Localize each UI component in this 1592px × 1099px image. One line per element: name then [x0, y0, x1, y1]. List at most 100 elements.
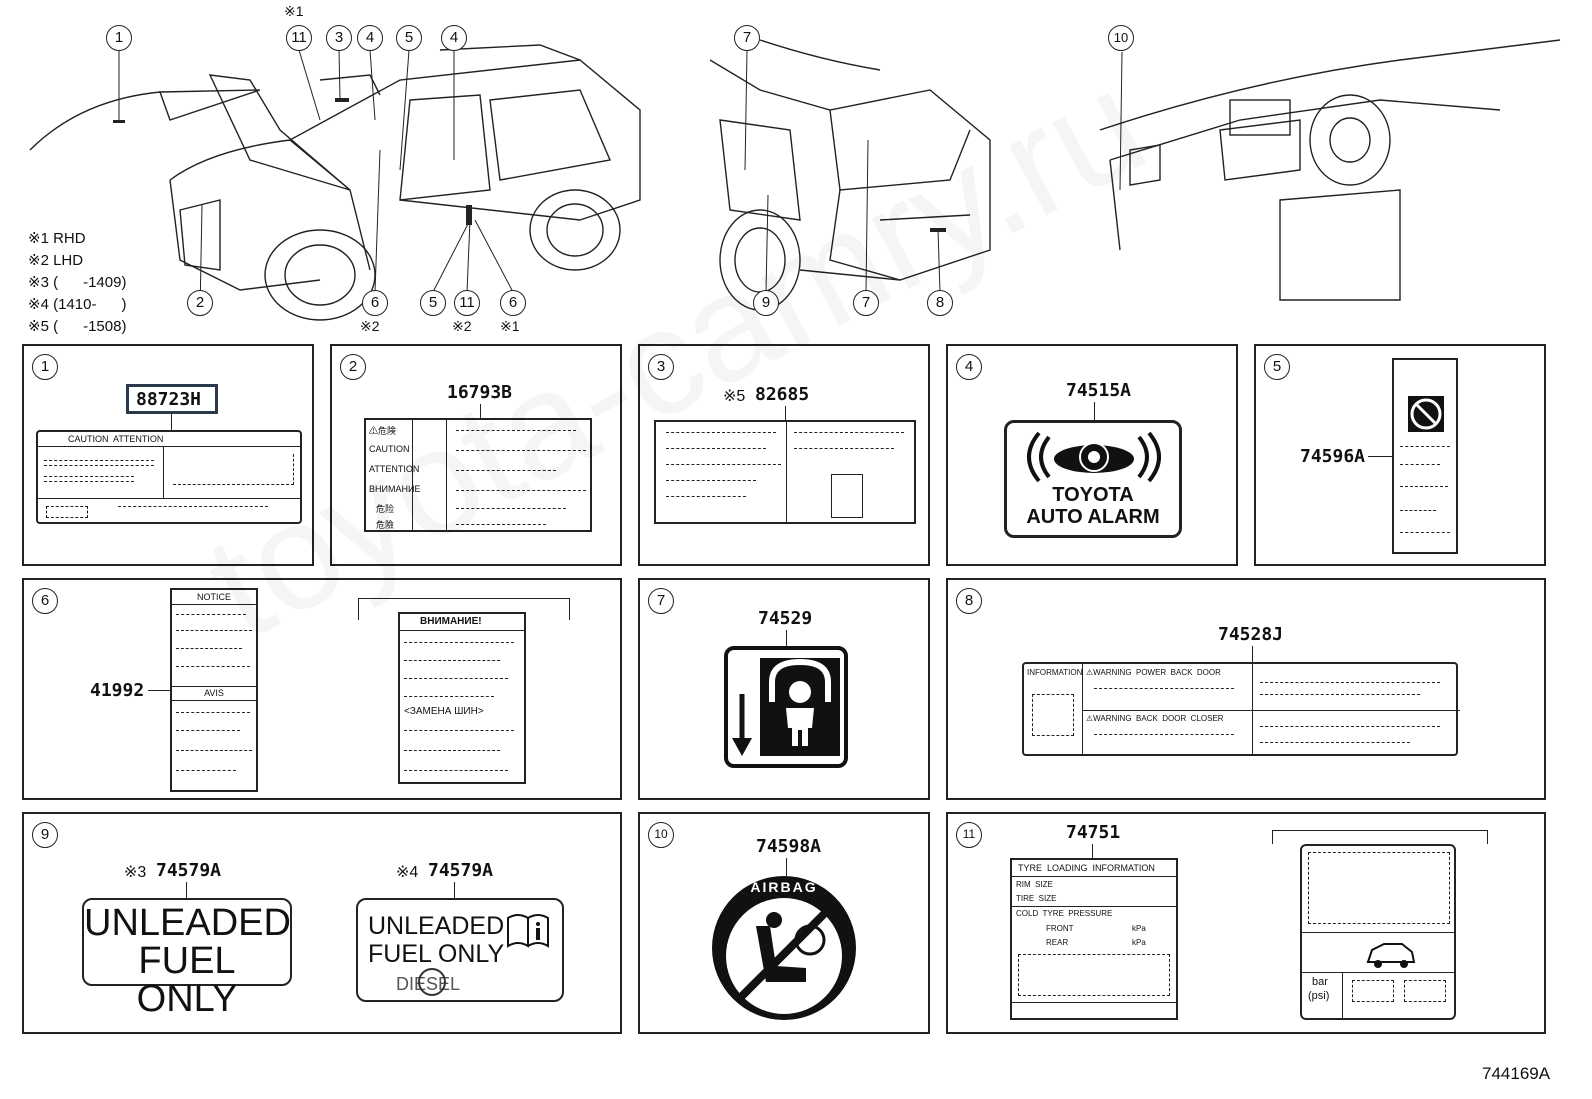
leader-line: [1252, 646, 1253, 662]
callout-6: 6: [362, 290, 388, 316]
row-label: ⚠危険: [369, 426, 397, 436]
legend-text: (1410- ): [53, 296, 127, 313]
leader-line: [786, 858, 787, 876]
legend-mark: ※3: [28, 274, 49, 291]
legend-mark: ※2: [28, 252, 49, 269]
part-number: 74596A: [1300, 446, 1366, 467]
front-label: FRONT: [1046, 924, 1074, 933]
callout-2: 2: [187, 290, 213, 316]
callout-1: 1: [106, 25, 132, 51]
unleaded-label-a: UNLEADED FUEL ONLY: [82, 898, 292, 1018]
panel-number: 8: [956, 588, 982, 614]
legend-text: RHD: [53, 230, 86, 247]
panel-7: 7 74529: [638, 578, 930, 800]
callout-7: 7: [853, 290, 879, 316]
alarm-siren-icon: [1027, 431, 1161, 483]
ru-title: ВНИМАНИЕ!: [420, 616, 482, 627]
callout-mark: ※2: [360, 318, 380, 334]
fuel-line1: UNLEADED: [368, 912, 505, 940]
callout-mark: ※2: [452, 318, 472, 334]
seat-airbag-icon: [737, 907, 831, 1001]
manual-book-icon: [507, 914, 549, 948]
psi-unit: (psi): [1308, 990, 1330, 1002]
dashboard-illustration: [1099, 39, 1561, 301]
russian-label: ВНИМАНИЕ! <ЗАМЕНА ШИН>: [398, 612, 526, 784]
label-header: CAUTION ATTENTION: [68, 434, 164, 444]
tyre-title: TYRE LOADING INFORMATION: [1018, 863, 1155, 873]
callout-mark: ※1: [284, 3, 304, 19]
panel-1: 1 88723H CAUTION ATTENTION: [22, 344, 314, 566]
leader-line: [186, 882, 187, 898]
panel-number: 3: [648, 354, 674, 380]
legend-text: ( -1409): [53, 274, 127, 291]
notice-label: NOTICE AVIS: [170, 588, 258, 792]
leader-line: [454, 882, 455, 898]
panel-9: 9 ※3 74579A UNLEADED FUEL ONLY ※4 74579A…: [22, 812, 622, 1034]
callout-7: 7: [734, 25, 760, 51]
panel-number: 11: [956, 822, 982, 848]
part-number: 74528J: [1218, 624, 1284, 645]
bar-unit: bar: [1312, 976, 1328, 988]
prohibited-circle: [418, 968, 446, 996]
panel-8: 8 74528J INFORMATION ⚠WARNING POWER BACK…: [946, 578, 1546, 800]
avis-title: AVIS: [204, 688, 224, 698]
callout-8: 8: [927, 290, 953, 316]
legend: ※1 RHD ※2 LHD ※3 ( -1409) ※4 (1410- ) ※5…: [28, 228, 126, 338]
multilingual-label: ⚠危険 CAUTION ATTENTION ВНИМАНИЕ 危险 危險: [364, 418, 592, 532]
notice-title: NOTICE: [196, 592, 231, 602]
legend-mark: ※1: [28, 230, 49, 247]
info-heading: INFORMATION: [1027, 668, 1083, 677]
row-label: ВНИМАНИЕ: [369, 484, 421, 494]
panel-2: 2 16793B ⚠危険 CAUTION ATTENTION ВНИМАНИЕ …: [330, 344, 622, 566]
part-number: 74515A: [1066, 380, 1132, 401]
callout-4: 4: [441, 25, 467, 51]
part-number: 82685: [755, 384, 810, 405]
part-number: 74751: [1066, 822, 1121, 843]
leader-line: [785, 406, 786, 420]
panel-number: 4: [956, 354, 982, 380]
back-door-label: INFORMATION ⚠WARNING POWER BACK DOOR ⚠WA…: [1022, 662, 1460, 756]
panel-number: 10: [648, 822, 674, 848]
drawing-id: 744169A: [1482, 1064, 1551, 1083]
cold-pressure: COLD TYRE PRESSURE: [1016, 909, 1113, 918]
ru-subtitle: <ЗАМЕНА ШИН>: [404, 706, 484, 717]
row-label: CAUTION: [369, 444, 410, 454]
rear-label: REAR: [1046, 938, 1069, 947]
child-seat-prohibited-icon: [1408, 396, 1444, 432]
vehicle-front-illustration: [29, 44, 641, 321]
callout-10: 10: [1108, 25, 1134, 51]
part-number: 16793B: [447, 382, 513, 403]
variant-bracket: [358, 598, 570, 620]
panel-number: 1: [32, 354, 58, 380]
panel-number: 2: [340, 354, 366, 380]
panel-number: 5: [1264, 354, 1290, 380]
airbag-ring-label: AIRBAG: [712, 876, 856, 1020]
panel-4: 4 74515A TOYOTA AUTO ALARM: [946, 344, 1238, 566]
variant-bracket: [1272, 830, 1488, 844]
legend-text: ( -1508): [53, 318, 127, 335]
leader-line: [1092, 844, 1093, 858]
panel-10: 10 74598A AIRBAG: [638, 812, 930, 1034]
fuel-line2: FUEL ONLY: [368, 940, 505, 968]
airbag-text: AIRBAG: [750, 879, 818, 895]
rim-size: RIM SIZE: [1016, 880, 1053, 889]
kpa-unit: kPa: [1132, 938, 1146, 947]
leader-line: [480, 404, 481, 418]
tire-size: TIRE SIZE: [1016, 894, 1057, 903]
tyre-loading-label: TYRE LOADING INFORMATION RIM SIZE TIRE S…: [1010, 858, 1178, 1020]
panel-number: 7: [648, 588, 674, 614]
caution-label: CAUTION ATTENTION: [36, 430, 302, 524]
callout-3: 3: [326, 25, 352, 51]
variant-mark: ※5: [723, 388, 746, 405]
info-label: [654, 420, 916, 524]
callout-5: 5: [396, 25, 422, 51]
airbag-warning-strip: [1392, 358, 1458, 554]
callout-mark: ※1: [500, 318, 520, 334]
leader-line: [786, 630, 787, 646]
row-label: 危险: [376, 504, 395, 514]
row-label: 危險: [376, 520, 395, 530]
auto-alarm-label: TOYOTA AUTO ALARM: [1004, 420, 1182, 538]
part-number: 41992: [90, 680, 145, 701]
row-label: ATTENTION: [369, 464, 420, 474]
pictogram-tyre-label: bar (psi): [1300, 844, 1456, 1020]
